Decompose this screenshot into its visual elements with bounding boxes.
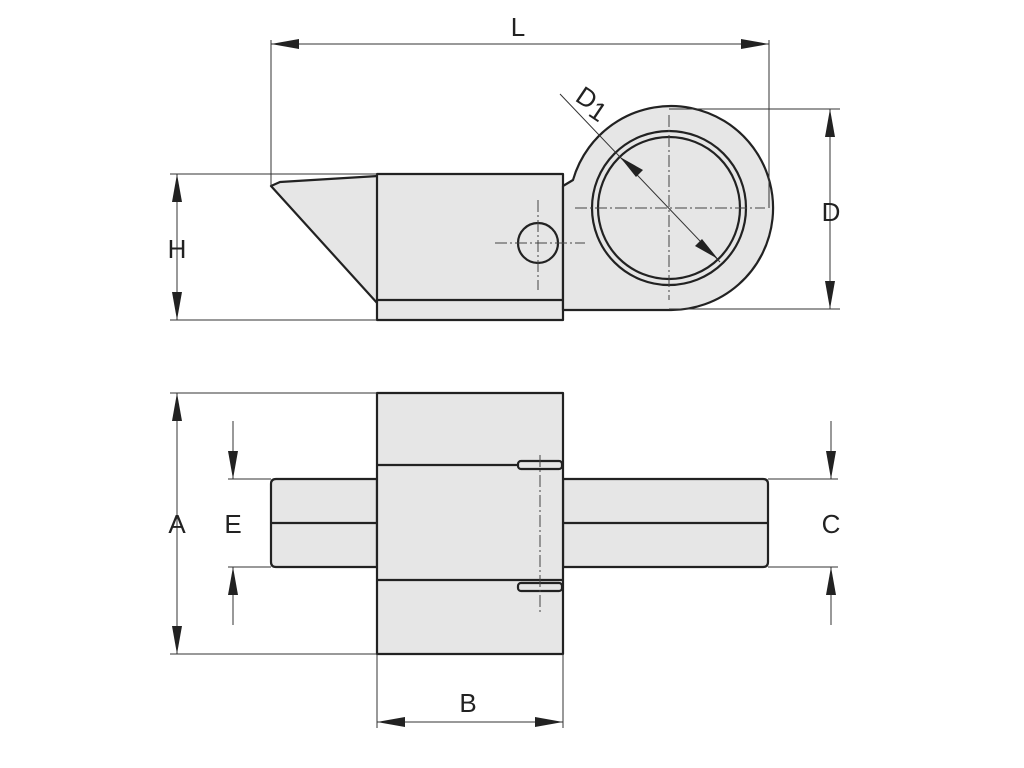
label-B: B <box>459 688 476 718</box>
dim-C-arrow-bottom <box>826 567 836 595</box>
plan-view <box>269 391 770 656</box>
dim-E-arrow-bottom <box>228 567 238 595</box>
label-D: D <box>822 197 841 227</box>
clamp-body-plan <box>375 391 565 656</box>
label-E: E <box>224 509 241 539</box>
dim-D1-leader <box>559 93 721 263</box>
dim-H-arrow-bottom <box>172 292 182 320</box>
dim-B-arrow-left <box>377 717 405 727</box>
dim-B-arrow-right <box>535 717 563 727</box>
label-D1: D 1 <box>571 80 613 128</box>
label-A: A <box>168 509 186 539</box>
dimensions: L D 1 D H A <box>168 12 841 728</box>
dim-A-arrow-bottom <box>172 626 182 654</box>
label-H: H <box>168 234 187 264</box>
dim-D1-arrow-upper <box>620 157 643 177</box>
dim-A-arrow-top <box>172 393 182 421</box>
side-view <box>269 104 775 322</box>
dim-L-arrow-right <box>741 39 769 49</box>
dim-L-arrow-left <box>271 39 299 49</box>
label-C: C <box>822 509 841 539</box>
dim-E-arrow-top <box>228 451 238 479</box>
dim-C-arrow-top <box>826 451 836 479</box>
dim-D1-arrow-lower <box>695 239 718 259</box>
dim-D-arrow-top <box>825 109 835 137</box>
dim-H-arrow-top <box>172 174 182 202</box>
wedge-tongue <box>269 174 380 306</box>
dim-D-arrow-bottom <box>825 281 835 309</box>
label-L: L <box>511 12 525 42</box>
